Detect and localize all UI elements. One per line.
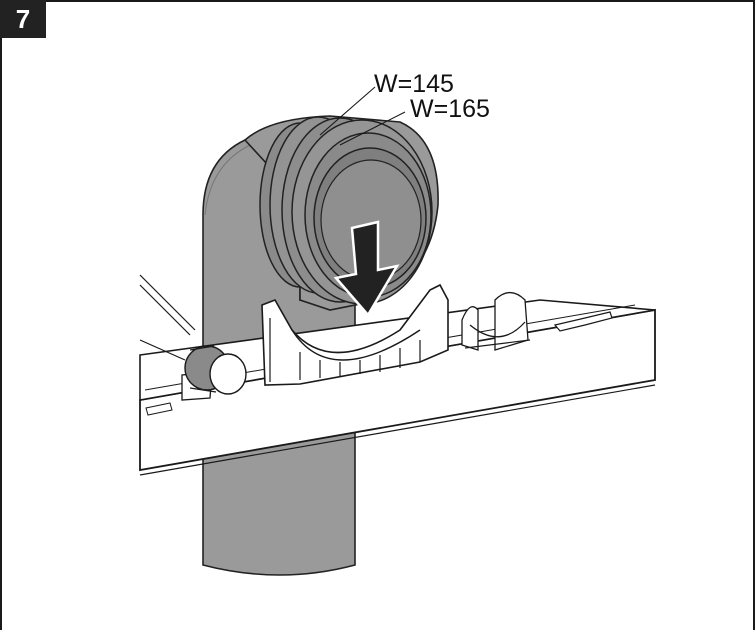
right-clamp (461, 291, 531, 351)
left-clamp (181, 345, 247, 401)
pipe-bracket (261, 283, 449, 386)
seal-rings (259, 116, 433, 305)
step-number-badge: 7 (0, 0, 46, 38)
label-w145: W=145 (374, 70, 454, 98)
arrow-down-icon (333, 220, 400, 318)
label-w165: W=165 (410, 95, 490, 123)
label-leaders (319, 86, 406, 146)
